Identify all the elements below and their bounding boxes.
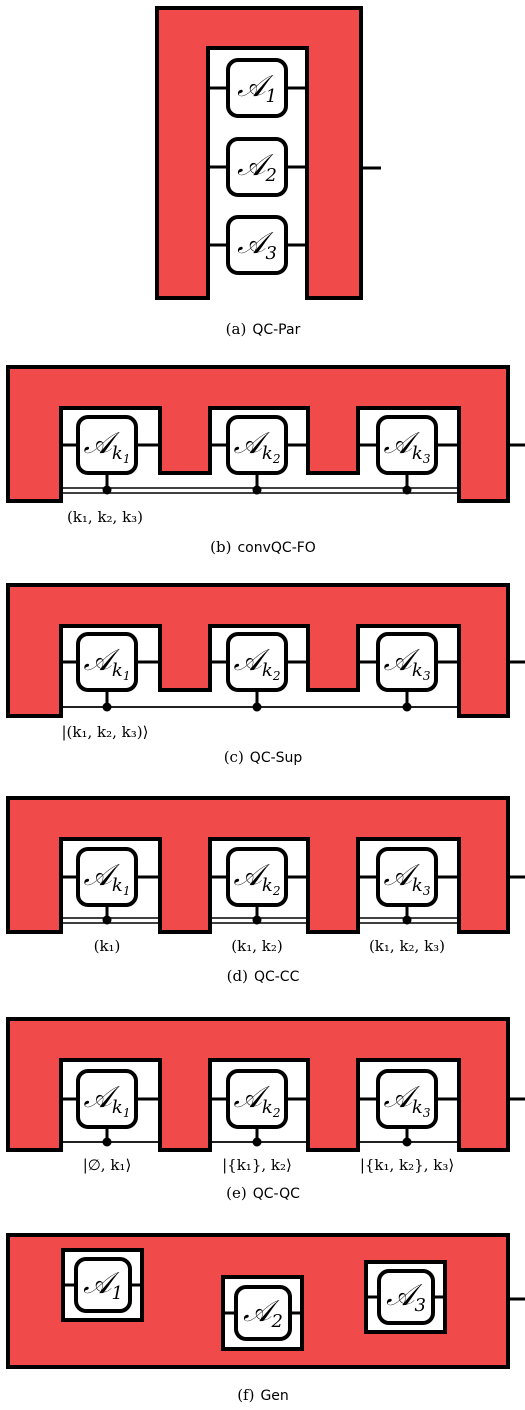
caption-a: (a)QC-Par — [226, 320, 301, 338]
box — [376, 415, 438, 475]
box — [76, 415, 138, 475]
box — [376, 1069, 438, 1129]
label-e1: |∅, k₁⟩ — [83, 1156, 132, 1174]
caption-f: (f)Gen — [237, 1386, 289, 1404]
control-dot — [402, 915, 412, 925]
box — [76, 847, 138, 907]
panel-f-gen: 𝒜1 𝒜2 𝒜3 (f)Gen — [6, 1233, 525, 1404]
gate-e3: 𝒜k3 — [358, 1069, 459, 1147]
gate-c1: 𝒜k1 — [61, 632, 160, 712]
control-dot — [102, 702, 112, 712]
panel-a-qc-par: 𝒜1 𝒜2 𝒜3 (a)QC-Par — [155, 6, 381, 338]
gate-f3: 𝒜3 — [364, 1260, 447, 1334]
label-e3: |{k₁, k₂}, k₃⟩ — [360, 1156, 454, 1174]
box — [376, 847, 438, 907]
panel-e-comb — [6, 1017, 510, 1152]
control-dot — [102, 1137, 112, 1147]
gate-e2: 𝒜k2 — [210, 1069, 308, 1147]
control-dot — [402, 1137, 412, 1147]
gate-f1-label: 𝒜1 — [83, 1266, 123, 1304]
gate-c2: 𝒜k2 — [210, 632, 308, 712]
gate-b2: 𝒜k2 — [210, 415, 308, 495]
label-e2: |{k₁}, k₂⟩ — [222, 1156, 292, 1174]
gate-d1: 𝒜k1 — [61, 847, 160, 925]
control-dot — [252, 702, 262, 712]
label-d2: (k₁, k₂) — [231, 937, 282, 955]
control-dot — [252, 915, 262, 925]
caption-b: (b)convQC-FO — [210, 538, 316, 556]
box — [226, 632, 288, 692]
panel-c-qc-sup: 𝒜k1 𝒜k2 𝒜k3 |(k₁, k₂, k₃)⟩ (c)QC-Sup — [6, 583, 525, 766]
box — [74, 1257, 132, 1313]
gate-f2: 𝒜2 — [221, 1275, 304, 1351]
label-d3: (k₁, k₂, k₃) — [369, 937, 445, 955]
control-dot — [102, 485, 112, 495]
gate-f2-label: 𝒜2 — [243, 1294, 283, 1332]
gate-b1-label: 𝒜k1 — [84, 426, 131, 466]
gate-a1-label: 𝒜1 — [237, 69, 277, 107]
panel-c-comb — [6, 583, 510, 718]
gate-b1: 𝒜k1 — [61, 415, 160, 495]
control-dot — [402, 485, 412, 495]
gate-e1-label: 𝒜k1 — [84, 1080, 131, 1120]
control-dot — [402, 702, 412, 712]
gate-c3: 𝒜k3 — [358, 632, 459, 712]
label-b1: (k₁, k₂, k₃) — [67, 508, 143, 526]
gate-a1 — [226, 58, 288, 118]
panel-a-comb — [155, 6, 363, 300]
gate-e1: 𝒜k1 — [61, 1069, 160, 1147]
panel-b-convqc-fo: 𝒜k1 𝒜k2 𝒜k3 (k₁, k₂, k₃) (b)convQC-F — [6, 365, 525, 556]
panel-e-qc-qc: 𝒜k1 𝒜k2 𝒜k3 |∅, k₁⟩ |{k₁}, k₂ — [6, 1017, 525, 1202]
panel-b-comb — [6, 365, 510, 503]
gate-a3 — [226, 215, 288, 275]
panel-d-comb — [6, 796, 510, 934]
panel-d-qc-cc: 𝒜k1 𝒜k2 𝒜k3 (k₁) — [6, 796, 525, 985]
control-dot — [252, 485, 262, 495]
caption-c: (c)QC-Sup — [224, 748, 303, 766]
gate-f1: 𝒜1 — [61, 1248, 144, 1322]
caption-d: (d)QC-CC — [227, 967, 300, 985]
box — [226, 1069, 288, 1129]
caption-e: (e)QC-QC — [226, 1184, 300, 1202]
box — [226, 847, 288, 907]
label-c1: |(k₁, k₂, k₃)⟩ — [62, 723, 149, 741]
label-d1: (k₁) — [94, 937, 121, 955]
box — [376, 632, 438, 692]
gate-b3: 𝒜k3 — [358, 415, 459, 495]
gate-d3: 𝒜k3 — [358, 847, 459, 925]
gate-d2-label: 𝒜k2 — [234, 858, 281, 898]
control-dot — [252, 1137, 262, 1147]
box — [234, 1285, 292, 1341]
box — [76, 1069, 138, 1129]
gate-a2 — [226, 137, 288, 197]
gate-d2: 𝒜k2 — [210, 847, 308, 925]
box — [226, 415, 288, 475]
gate-f3-label: 𝒜3 — [386, 1278, 426, 1316]
control-dot — [102, 915, 112, 925]
box — [377, 1269, 435, 1325]
box — [76, 632, 138, 692]
